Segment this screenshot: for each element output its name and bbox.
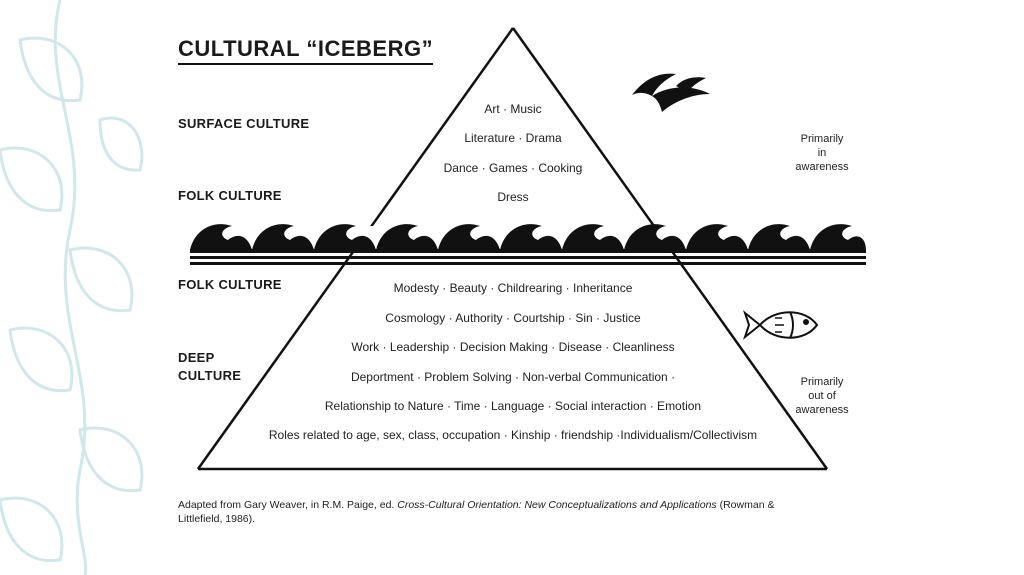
- awareness-top-line2: in: [817, 147, 827, 159]
- awareness-top-note: Primarily in awareness: [777, 132, 867, 174]
- label-deep-line1: DEEP: [178, 350, 215, 365]
- page-title: CULTURAL “ICEBERG”: [178, 36, 434, 65]
- label-deep-line2: CULTURE: [178, 368, 242, 383]
- tier-lower-3: Work · Leadership · Decision Making · Di…: [351, 340, 675, 354]
- awareness-bottom-line3: awareness: [795, 404, 849, 416]
- tier-upper-4: Dress: [497, 190, 529, 204]
- tier-lower-4: Deportment · Problem Solving · Non-verba…: [350, 370, 676, 384]
- awareness-bottom-line2: out of: [808, 390, 836, 402]
- citation: Adapted from Gary Weaver, in R.M. Paige,…: [178, 498, 818, 526]
- label-folk-culture-lower: FOLK CULTURE: [178, 277, 282, 292]
- label-surface-culture: SURFACE CULTURE: [178, 116, 310, 131]
- awareness-bottom-line1: Primarily: [800, 376, 844, 388]
- citation-suffix: (Rowman & Littlefield, 1986).: [178, 499, 775, 525]
- citation-prefix: Adapted from Gary Weaver, in R.M. Paige,…: [178, 499, 398, 511]
- tier-lower-1: Modesty · Beauty · Childrearing · Inheri…: [393, 281, 633, 295]
- awareness-top-line3: awareness: [795, 161, 849, 173]
- tier-lower-2: Cosmology · Authority · Courtship · Sin …: [385, 311, 641, 325]
- tier-lower-6: Roles related to age, sex, class, occupa…: [268, 428, 758, 442]
- citation-book-title: Cross-Cultural Orientation: New Conceptu…: [397, 499, 717, 511]
- slide-panel: [150, 0, 890, 575]
- tier-upper-3: Dance · Games · Cooking: [443, 161, 583, 175]
- birds-icon: [632, 73, 710, 112]
- awareness-bottom-note: Primarily out of awareness: [777, 375, 867, 417]
- label-folk-culture-upper: FOLK CULTURE: [178, 188, 282, 203]
- leaf-pattern-icon: [0, 0, 144, 575]
- fish-icon: [742, 310, 819, 340]
- tier-lower-5: Relationship to Nature · Time · Language…: [324, 399, 702, 413]
- tier-upper-2: Literature · Drama: [464, 131, 562, 145]
- tier-upper-1: Art · Music: [484, 102, 542, 116]
- waves-icon: [190, 224, 866, 265]
- label-deep-culture: DEEP CULTURE: [178, 349, 268, 385]
- awareness-top-line1: Primarily: [800, 133, 844, 145]
